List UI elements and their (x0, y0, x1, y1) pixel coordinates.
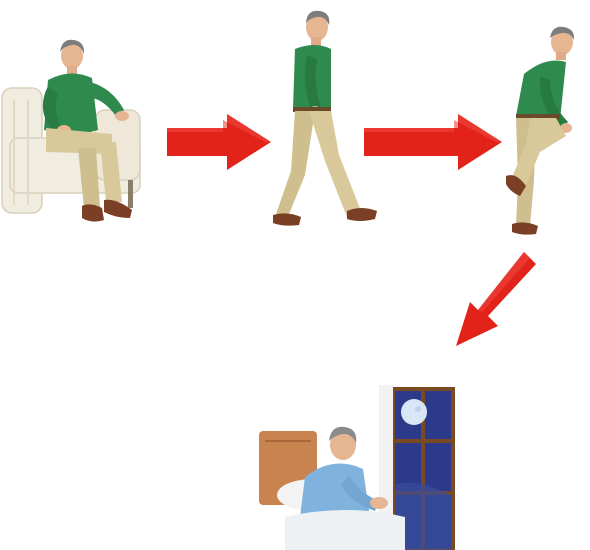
panel-knee-raise (480, 20, 590, 240)
man-in-bed-illustration (255, 385, 460, 550)
panel-bed-night (255, 385, 460, 550)
man-knee-raise-illustration (480, 20, 590, 240)
arrow-right-1 (165, 112, 273, 172)
arrow-down-left (452, 250, 537, 350)
down-left-arrow-icon (452, 250, 537, 350)
panel-sitting (0, 30, 160, 240)
right-arrow-icon (165, 112, 273, 172)
man-sitting-illustration (0, 30, 160, 240)
